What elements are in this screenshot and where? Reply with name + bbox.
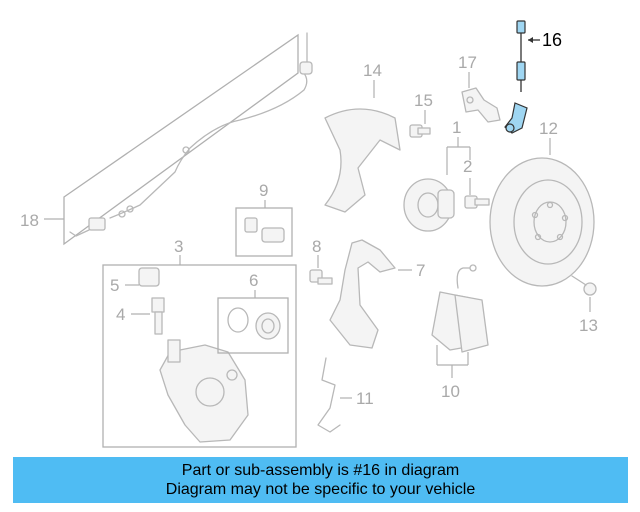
- part-14-splash-shield[interactable]: [324, 108, 401, 213]
- callout-14: 14: [363, 61, 382, 80]
- callout-2: 2: [463, 157, 472, 176]
- callout-11: 11: [356, 389, 374, 408]
- part-10-brake-pads[interactable]: [431, 264, 489, 353]
- callout-5: 5: [110, 276, 119, 295]
- caliper-body[interactable]: [159, 339, 249, 443]
- callout-15: 15: [414, 91, 433, 110]
- callout-6: 6: [249, 271, 258, 290]
- banner-line-1: Part or sub-assembly is #16 in diagram: [181, 462, 460, 479]
- callout-9: 9: [259, 181, 268, 200]
- callout-18: 18: [20, 211, 39, 230]
- callout-4: 4: [116, 305, 125, 324]
- callout-8: 8: [312, 237, 321, 256]
- part-17-bracket[interactable]: [461, 87, 501, 123]
- part-7-carrier[interactable]: [329, 239, 396, 349]
- callout-10: 10: [441, 382, 460, 401]
- seal-kit-box: [217, 297, 289, 354]
- part-13-screw[interactable]: [571, 275, 597, 296]
- part-18-harness[interactable]: [63, 32, 313, 246]
- part-11-spring-clip[interactable]: [317, 357, 341, 433]
- part-9-bushing[interactable]: [244, 217, 285, 243]
- callout-12: 12: [539, 119, 558, 138]
- bushing-box: [235, 207, 293, 257]
- part-5-cap[interactable]: [138, 267, 160, 287]
- caliper-box: [102, 264, 297, 448]
- hub-bearing[interactable]: [403, 178, 455, 232]
- part-2-bolt[interactable]: [464, 195, 490, 209]
- callout-17: 17: [458, 53, 477, 72]
- info-banner: Part or sub-assembly is #16 in diagram D…: [13, 457, 628, 503]
- part-4-guide-bolt[interactable]: [151, 297, 165, 335]
- callout-1: 1: [452, 118, 461, 137]
- part-12-rotor[interactable]: [489, 157, 595, 287]
- part-16-abs-sensor[interactable]: [504, 20, 528, 134]
- part-6-seal-kit[interactable]: [227, 307, 281, 340]
- callout-7: 7: [416, 261, 425, 280]
- callout-16: 16: [542, 30, 562, 50]
- callout-13: 13: [579, 316, 598, 335]
- callout-3: 3: [174, 237, 183, 256]
- part-15-bolt[interactable]: [409, 124, 431, 138]
- part-8-bolt[interactable]: [309, 269, 333, 285]
- banner-line-2: Diagram may not be specific to your vehi…: [165, 481, 476, 498]
- harness-panel: [63, 33, 299, 246]
